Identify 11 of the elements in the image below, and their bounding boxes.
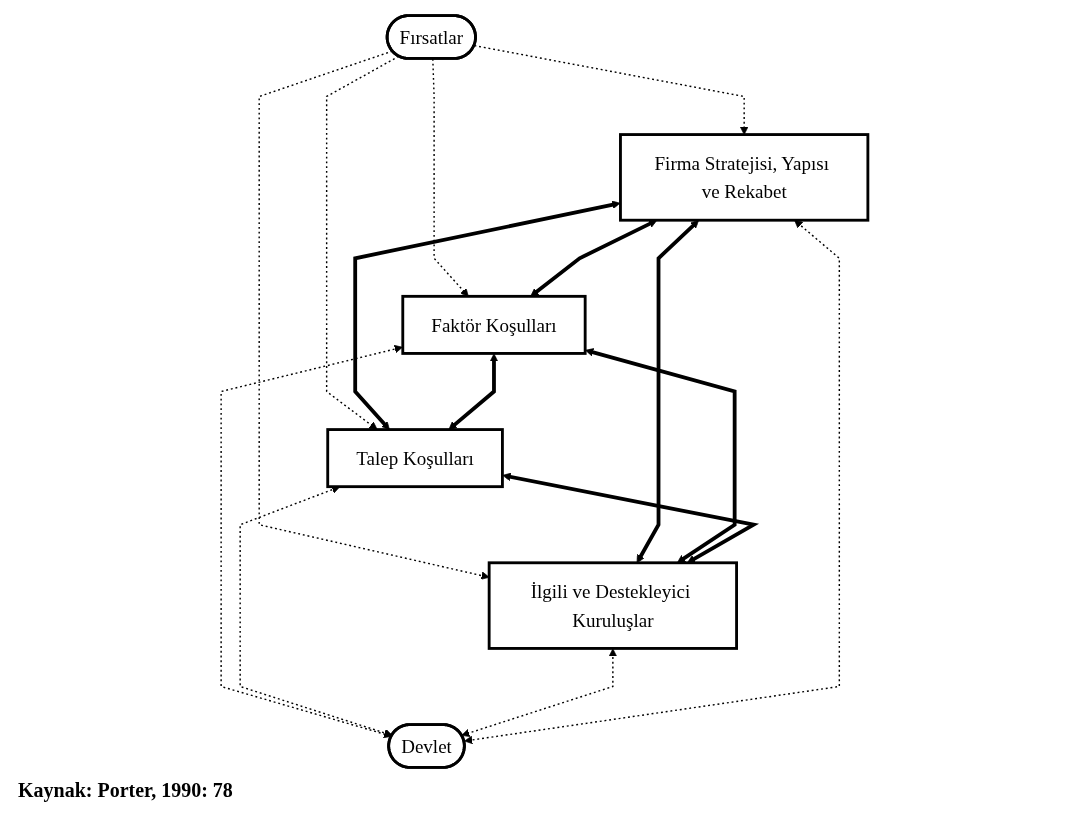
arrow	[220, 344, 403, 739]
node-box: Firma Stratejisi, Yapısı ve Rekabet	[619, 133, 870, 222]
source-caption: Kaynak: Porter, 1990: 78	[18, 779, 234, 802]
node-box: Talep Koşulları	[326, 428, 504, 489]
arrow	[473, 44, 749, 135]
arrow	[353, 200, 621, 430]
node-box: Faktör Koşulları	[401, 294, 587, 355]
node-box: İlgili ve Destekleyici Kuruluşlar	[487, 561, 738, 650]
arrow	[461, 648, 618, 737]
arrow	[258, 50, 490, 580]
arrow	[448, 353, 499, 430]
